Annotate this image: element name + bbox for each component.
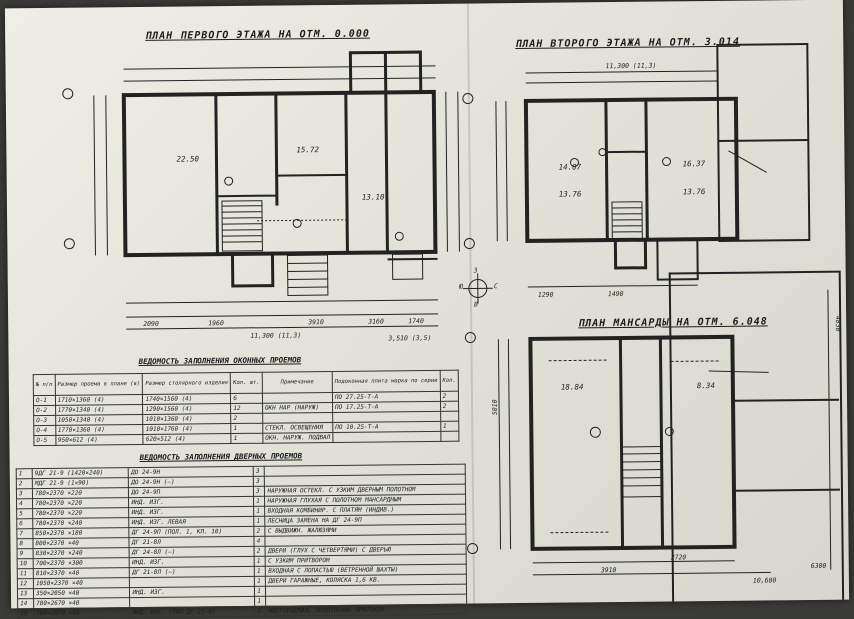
attic-side-dimension: 5010 xyxy=(491,399,499,415)
table-cell: 1 xyxy=(440,421,458,431)
second-floor-plan xyxy=(462,44,809,288)
table-cell: 1 xyxy=(254,496,265,506)
table-cell: 6 xyxy=(17,519,33,529)
table-cell: 1 xyxy=(255,606,266,616)
table-header: № п/п xyxy=(33,374,55,395)
table-cell: 2 xyxy=(440,401,458,411)
table-header: Размер проема в плане (в) xyxy=(55,373,143,395)
table-cell: О-1 xyxy=(33,395,55,405)
table-cell: 1 xyxy=(255,576,266,586)
attic-side-dimension: 4830 xyxy=(834,316,842,332)
second-floor-segment: 1290 xyxy=(538,291,554,299)
table-cell: 3 xyxy=(253,466,264,476)
table-cell xyxy=(333,431,441,442)
windows-schedule-title: ВЕДОМОСТЬ ЗАПОЛНЕНИЯ ОКОННЫХ ПРОЕМОВ xyxy=(139,355,302,366)
table-header: Размер столярного изделия xyxy=(143,373,231,395)
table-cell: 10 xyxy=(17,559,33,569)
compass-letter-top: З xyxy=(474,266,478,274)
first-floor-segment: 3910 xyxy=(308,318,324,326)
room-area-label: 16.37 xyxy=(682,159,705,168)
attic-segment: 3910 xyxy=(601,566,617,574)
table-header: Примечание xyxy=(262,371,332,393)
table-cell: 4 xyxy=(17,499,33,509)
table-cell: О-4 xyxy=(34,425,56,435)
compass-letter-right: С xyxy=(494,282,498,290)
table-cell: 2 xyxy=(231,413,263,423)
table-cell: О-5 xyxy=(34,435,56,445)
table-cell: О-2 xyxy=(34,405,56,415)
table-cell: 3 xyxy=(16,489,32,499)
second-floor-overall-dimension: 11,300 (11,3) xyxy=(605,62,656,71)
table-cell: 1 xyxy=(231,423,263,433)
table-cell: 8 xyxy=(17,539,33,549)
attic-segment: 6300 xyxy=(811,562,827,570)
table-header: Подоконная плита марка по серии xyxy=(332,370,440,392)
table-cell: ИНД. ИЗГ. (ТИП ДГ 21-8) xyxy=(130,606,255,617)
room-area-label: 13.10 xyxy=(362,192,385,201)
table-cell: 2 xyxy=(16,479,32,489)
table-cell xyxy=(441,431,459,441)
table-cell: 6 xyxy=(231,393,263,403)
second-floor-segment: 1490 xyxy=(608,290,624,298)
attic-plan xyxy=(465,272,843,606)
table-cell: 950×612 (4) xyxy=(55,434,143,445)
room-area-label: 18.84 xyxy=(561,382,584,391)
compass-letter-left: Ю xyxy=(459,283,463,291)
room-area-label: 14.07 xyxy=(559,162,582,171)
table-header: Кол. xyxy=(440,370,459,391)
table-cell: 2 xyxy=(440,391,458,401)
first-floor-segment: 1740 xyxy=(408,317,424,325)
attic-segment: 2720 xyxy=(671,553,687,561)
table-header: Кол. шт. xyxy=(231,372,263,393)
doors-schedule-title: ВЕДОМОСТЬ ЗАПОЛНЕНИЯ ДВЕРНЫХ ПРОЕМОВ xyxy=(140,451,303,462)
room-area-label: 8.34 xyxy=(697,381,715,390)
table-cell: 5 xyxy=(17,509,33,519)
table-cell: 15 xyxy=(18,609,34,619)
table-cell: 2 xyxy=(254,546,265,556)
room-area-label: 22.50 xyxy=(176,154,199,163)
table-cell: 2 xyxy=(254,526,265,536)
first-floor-segment: 1960 xyxy=(208,319,224,327)
compass-rose xyxy=(463,273,493,303)
table-cell: 1 xyxy=(254,506,265,516)
table-cell: НЕСГОРАЕМАЯ, УПЛОТНЕНИЕ ПРОТОКОЛ xyxy=(266,604,467,616)
table-cell: 1 xyxy=(255,596,266,606)
table-cell: 4 xyxy=(254,536,265,546)
first-floor-segment: 2090 xyxy=(143,320,159,328)
table-cell: О-3 xyxy=(34,415,56,425)
table-cell: 12 xyxy=(231,403,263,413)
table-cell: 11 xyxy=(17,569,33,579)
room-area-label: 13.76 xyxy=(683,187,706,196)
windows-schedule-table: № п/п Размер проема в плане (в) Размер с… xyxy=(33,370,460,446)
table-cell: 13 xyxy=(17,589,33,599)
first-floor-segment: 3160 xyxy=(368,317,384,325)
table-cell: 1 xyxy=(16,469,32,479)
attic-overall-dimension: 10,600 xyxy=(753,576,777,584)
table-cell: 1 xyxy=(254,556,265,566)
room-area-label: 15.72 xyxy=(296,145,319,154)
table-cell: 1 xyxy=(255,586,266,596)
table-cell: 780×2070 ×60 xyxy=(34,608,131,619)
first-floor-overall-dimension-2: 3,510 (3,5) xyxy=(388,334,431,342)
drawing-sheet: ПЛАН ПЕРВОГО ЭТАЖА НА ОТМ. 0.000 ПЛАН ВТ… xyxy=(5,0,849,608)
table-cell: 7 xyxy=(17,529,33,539)
table-cell: 620×512 (4) xyxy=(143,434,231,445)
first-floor-overall-dimension: 11,300 (11,3) xyxy=(250,331,301,340)
table-cell: 1 xyxy=(254,566,265,576)
room-area-label: 13.76 xyxy=(559,189,582,198)
table-cell: ОКН. НАРУЖ. ПОДВАЛ xyxy=(263,432,333,443)
table-cell xyxy=(440,411,458,421)
table-cell: 12 xyxy=(17,579,33,589)
table-cell: 14 xyxy=(18,599,34,609)
table-cell: 3 xyxy=(253,476,264,486)
compass-letter-bottom: В xyxy=(474,300,478,308)
table-cell: 1 xyxy=(254,516,265,526)
table-cell: 1 xyxy=(231,433,263,443)
first-floor-plan xyxy=(62,52,460,330)
table-cell: 9 xyxy=(17,549,33,559)
table-cell: 3 xyxy=(254,486,265,496)
